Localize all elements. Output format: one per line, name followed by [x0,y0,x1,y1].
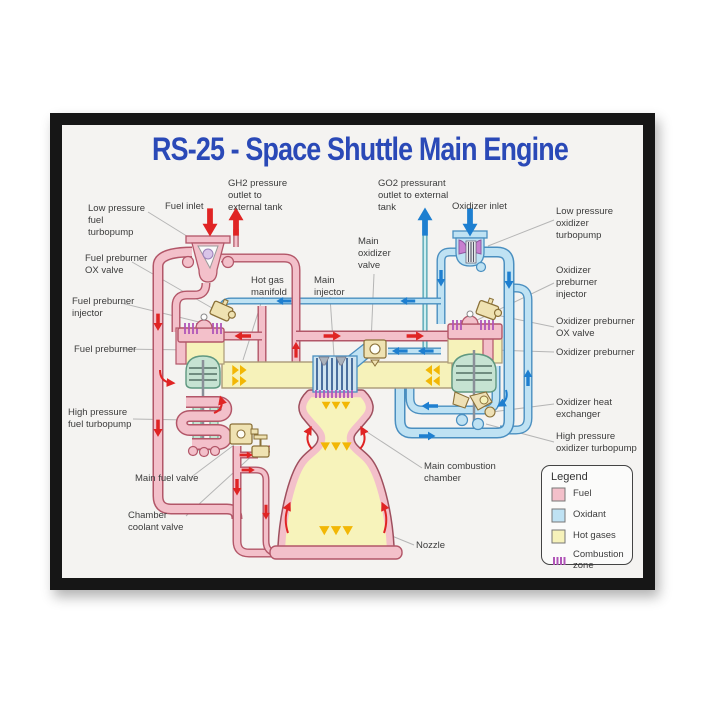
label-oxidizer-preburner-ox-valve: Oxidizer preburner OX valve [556,316,635,339]
oxidant-swatch-icon [551,508,566,523]
label-main-combustion-chamber: Main combustion chamber [424,461,496,484]
fuel-preburner-assembly [175,298,270,458]
legend-item-hot-gases: Hot gases [551,529,632,544]
label-hot-gas-manifold: Hot gas manifold [251,275,287,298]
oxidizer-preburner-assembly [447,297,503,431]
label-low-pressure-fuel-turbopump: Low pressure fuel turbopump [88,203,146,238]
oxidizer-heat-exchanger [452,391,496,431]
poster-title: RS-25 - Space Shuttle Main Engine [152,131,569,167]
legend-title: Legend [551,471,588,483]
combustion-chamber-nozzle [269,389,403,560]
hp-fuel-turbopump-coils [175,396,233,458]
legend-item-combustion-zone: Combustion zone [551,549,632,572]
low-pressure-fuel-turbopump [181,235,235,283]
main-fuel-valve [229,423,259,445]
oxidizer-preburner-ox-valve [475,297,503,321]
label-oxidizer-preburner: Oxidizer preburner [556,347,635,358]
label-nozzle: Nozzle [416,540,446,551]
label-main-fuel-valve: Main fuel valve [135,473,199,484]
label-fuel-inlet: Fuel inlet [165,201,204,212]
label-high-pressure-oxidizer-turbopump: High pressure oxidizer turbopump [556,431,637,454]
label-oxidizer-heat-exchanger: Oxidizer heat exchanger [556,397,612,420]
hot-gases-swatch-icon [551,529,566,544]
legend: Legend Fuel Oxidant Hot gases [541,465,633,571]
fuel-preburner-ox-valve [209,298,236,322]
fuel-swatch-icon [551,487,566,502]
label-fuel-preburner-ox-valve: Fuel preburner OX valve [85,253,148,276]
legend-item-fuel: Fuel [551,487,632,502]
fuel-preburner-injector-dome [195,319,213,329]
low-pressure-oxidizer-turbopump [452,230,488,273]
label-fuel-preburner-injector: Fuel preburner injector [72,296,135,319]
label-oxidizer-inlet: Oxidizer inlet [452,201,507,212]
label-fuel-preburner: Fuel preburner [74,344,137,355]
nozzle-lip [269,545,403,560]
legend-item-oxidant: Oxidant [551,508,632,523]
fuel-piping [152,229,452,558]
combustion-zone-swatch-icon [553,557,566,566]
label-oxidizer-preburner-injector: Oxidizer preburner injector [556,265,598,300]
oxidizer-preburner-combustion-zone [452,320,494,330]
main-injector-combustion-zone [315,390,353,398]
main-injector [312,339,387,398]
label-main-injector: Main injector [314,275,345,298]
chamber-coolant-valve [251,434,270,458]
label-low-pressure-oxidizer-turbopump: Low pressure oxidizer turbopump [556,206,614,241]
label-chamber-coolant-valve: Chamber coolant valve [128,510,184,533]
flow-arrows [153,207,533,536]
main-oxidizer-valve [363,339,387,367]
label-high-pressure-fuel-turbopump: High pressure fuel turbopump [68,407,132,430]
label-gh2-outlet: GH2 pressure outlet to external tank [228,178,288,213]
label-main-oxidizer-valve: Main oxidizer valve [358,236,391,271]
label-go2-outlet: GO2 pressurant outlet to external tank [378,178,449,213]
